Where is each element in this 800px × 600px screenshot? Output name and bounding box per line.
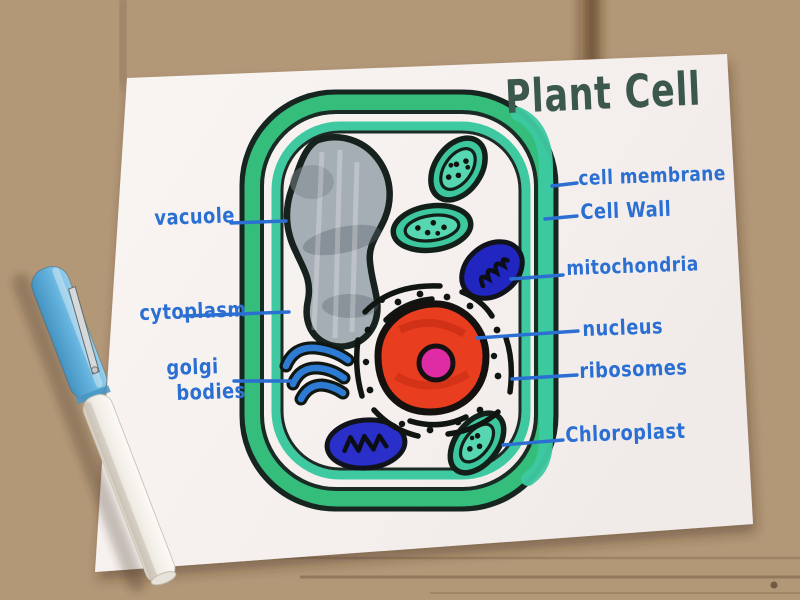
cell-wall-inner-outline	[260, 110, 538, 491]
chloroplast-top	[428, 135, 488, 203]
mitochondrion-bottom	[324, 417, 408, 471]
cell-membrane-band	[271, 121, 531, 480]
plant-cell-drawing	[182, 89, 580, 512]
label-lines	[182, 181, 580, 447]
marker-pen	[12, 265, 177, 593]
ribosome-dots	[362, 290, 502, 434]
label-line-vacuole	[229, 219, 288, 225]
pen-clip	[67, 285, 100, 375]
label-line-mitochondria	[509, 273, 565, 281]
nucleolus-shape	[416, 343, 456, 383]
wood-grain-accents	[121, 0, 800, 594]
cell-wall-outer-outline	[239, 89, 559, 512]
label-line-cell-wall	[543, 214, 579, 221]
label-line-nucleus	[475, 329, 580, 340]
cell-membrane-outline	[280, 130, 522, 471]
nucleus-shape	[374, 300, 490, 416]
er-ribosomes	[353, 283, 515, 439]
pen-cap-ring	[75, 385, 111, 405]
chloroplast-middle	[390, 202, 474, 254]
cell-wall-teal-section	[511, 107, 553, 486]
pen-shadow	[12, 273, 146, 593]
pen-body-shading	[83, 401, 158, 582]
label-line-cytoplasm	[182, 310, 291, 318]
pen-end	[150, 571, 177, 586]
golgi-bodies-shape	[279, 341, 355, 406]
label-line-chloroplast	[501, 438, 565, 447]
mitochondrion-right	[459, 239, 525, 301]
pen-clip-tip	[91, 366, 99, 374]
label-line-ribosomes	[510, 373, 579, 381]
label-line-cell-membrane	[550, 181, 579, 188]
